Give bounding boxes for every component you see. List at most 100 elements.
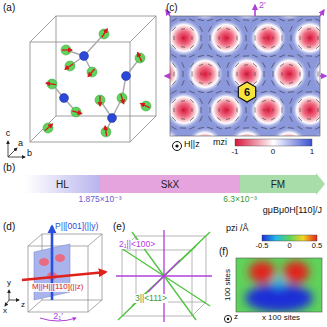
spin-arrow — [228, 109, 229, 111]
axis-label: x — [3, 307, 7, 316]
spin-arrow — [271, 46, 275, 48]
symmetry-label: 2′ — [259, 1, 266, 11]
skyrmion — [228, 16, 266, 21]
field-symbol — [175, 144, 178, 147]
spin-arrow — [246, 107, 247, 113]
spin-arrow — [308, 62, 310, 67]
spin-arrow — [192, 36, 193, 40]
spin-arrow — [180, 127, 186, 128]
spin-arrow — [235, 27, 239, 31]
axis-label: a — [18, 139, 23, 149]
spin-arrow — [217, 100, 221, 103]
skyrmion — [170, 55, 182, 93]
spin-arrow — [307, 118, 311, 119]
spin-arrow — [226, 100, 230, 102]
spin-arrow — [192, 71, 193, 76]
spin-arrow — [190, 45, 194, 48]
spin-arrow — [208, 82, 212, 84]
spin-arrow — [210, 73, 211, 76]
spin-arrow — [263, 80, 266, 85]
spin-arrow — [298, 63, 302, 67]
threshold-value: 6.3×10⁻³ — [223, 195, 257, 204]
spin-arrow — [225, 91, 231, 93]
spin-arrow — [253, 27, 256, 32]
spin-arrow — [209, 44, 212, 49]
axis-label: b — [27, 149, 32, 159]
atoms — [121, 94, 124, 104]
spin-arrow — [291, 73, 292, 75]
spin-arrow — [280, 116, 283, 121]
twofold-arrow — [165, 75, 170, 77]
spin-arrow — [200, 116, 203, 121]
spin-arrow — [201, 73, 202, 75]
tick-label: 0 — [271, 148, 275, 157]
spin-arrow — [282, 107, 283, 113]
spin-arrow — [171, 91, 176, 94]
atoms — [45, 124, 53, 131]
polarization-label: P||[001](||y) — [55, 222, 98, 231]
atoms — [141, 101, 151, 111]
skyrmion — [170, 127, 182, 136]
tick-label: -0.5 — [256, 242, 269, 250]
axis-title: gμBμ0H[110]/J — [263, 206, 322, 216]
spin-arrow — [316, 81, 319, 86]
spin-arrow — [198, 127, 204, 128]
spin-arrow — [210, 35, 211, 41]
skyrmion — [270, 16, 308, 21]
spin-arrow — [279, 91, 285, 93]
spin-arrow — [245, 116, 247, 121]
spin-arrow — [300, 108, 301, 112]
atoms — [99, 96, 100, 106]
spin-arrow — [282, 35, 283, 41]
spin-arrow — [261, 91, 267, 92]
spin-arrow — [181, 46, 185, 47]
skyrmion — [170, 19, 203, 57]
spin-arrow — [245, 44, 247, 49]
spin-arrow — [264, 109, 265, 111]
phase-name: FM — [271, 179, 285, 190]
spin-arrow — [235, 99, 239, 103]
spin-arrow — [171, 19, 320, 130]
atoms — [135, 53, 145, 63]
spin-arrow — [290, 116, 293, 121]
spin-arrow — [306, 127, 312, 128]
spin-arrow — [189, 127, 194, 129]
axis-label: 3||<111> — [134, 294, 168, 303]
spin-arrow — [200, 44, 203, 49]
spin-arrow — [192, 108, 193, 112]
spin-arrow — [172, 63, 176, 67]
spin-arrow — [252, 19, 257, 21]
spin-arrow — [270, 91, 276, 93]
spin-arrow — [171, 127, 176, 130]
atoms — [80, 52, 89, 61]
spin-arrow — [298, 99, 302, 103]
spin-arrow — [216, 91, 222, 93]
spin-arrow — [316, 63, 319, 68]
atoms — [122, 72, 131, 81]
spin-arrow — [291, 107, 292, 113]
phase-name: SkX — [161, 179, 179, 190]
spin-arrow — [307, 46, 311, 47]
axis-label: 2₁||<100> — [118, 240, 156, 249]
spin-arrow — [226, 28, 230, 30]
spin-arrow — [253, 81, 257, 84]
atoms — [88, 69, 95, 77]
spin-arrow — [172, 45, 176, 49]
skyrmion — [170, 91, 203, 129]
spin-arrow — [200, 26, 203, 31]
atoms — [72, 111, 82, 114]
spin-arrow — [297, 19, 302, 22]
atoms — [105, 126, 106, 136]
spin-arrow — [272, 80, 275, 85]
spin-arrow — [219, 36, 220, 39]
spin-arrow — [315, 55, 320, 57]
twofold-screw-axis — [116, 230, 212, 322]
symmetry-number: 6 — [244, 86, 250, 98]
spin-arrow — [217, 118, 221, 121]
spin-arrow — [201, 107, 202, 113]
spin-arrow — [279, 55, 285, 57]
colorbar-title: mzi — [213, 138, 227, 148]
spin-arrow — [243, 19, 249, 20]
